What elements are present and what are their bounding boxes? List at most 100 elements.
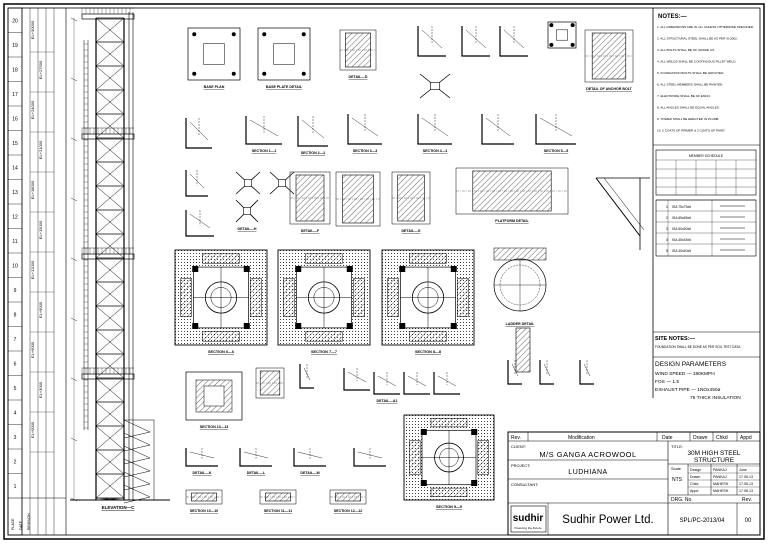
detail-caption: DETAIL—H [238, 227, 257, 231]
note-item: 6. ALL STEEL MEMBERS SHALL BE PAINTED. [657, 83, 723, 87]
row-number: 5 [14, 386, 17, 392]
detail-view [433, 372, 460, 395]
row-number: 12 [12, 214, 18, 220]
member-size: ISA 40x40x5 [672, 249, 691, 253]
row-number: 17 [12, 92, 18, 98]
base-post [515, 327, 531, 373]
detail-view: DETAIL—A1 [373, 372, 400, 403]
section-9-view: SECTION 9—9 [403, 414, 495, 509]
signoff-role: Chkd [690, 482, 698, 486]
detail-view [481, 114, 514, 145]
project-name: LUDHIANA [568, 469, 607, 476]
detail-view: SECTION 2—2 [297, 116, 328, 155]
scale-value: NTS [672, 477, 683, 483]
detail-view: SECTION 10—10 [185, 489, 223, 513]
rev-header: Rev. [511, 435, 521, 441]
section-caption: SECTION 13—13 [200, 425, 229, 429]
row-number: 14 [12, 165, 18, 171]
detail-view [343, 368, 370, 391]
detail-view [419, 73, 451, 99]
section-caption: SECTION 7—7 [311, 350, 337, 354]
row-number: 6 [14, 361, 17, 367]
detail-view: DETAIL—G [391, 171, 431, 233]
drg-label: DRG. No. [671, 497, 693, 503]
row-number: 2 [14, 459, 17, 465]
detail-caption: LADDER DETAIL [506, 322, 535, 326]
detail-view: SECTION 4—4 [417, 114, 452, 153]
detail-caption: DETAIL—G [401, 229, 420, 233]
detail-caption: SECTION 11—11 [264, 509, 292, 513]
tower-brace [95, 425, 125, 451]
detail-view [499, 26, 528, 57]
note-item: 2. ALL STRUCTURAL STEEL SHALL BE AS PER … [657, 37, 738, 41]
member-index: 2 [666, 216, 668, 220]
detail-caption: DETAIL—F [301, 229, 320, 233]
rev-label: Rev. [742, 497, 752, 503]
detail-view: DETAIL—F [289, 171, 331, 233]
strip-label: EL+30000 [30, 20, 35, 39]
project-label: PROJECT: [511, 463, 530, 468]
dimension-tick [70, 317, 78, 322]
tower-brace [95, 377, 125, 403]
row-number: 10 [12, 263, 18, 269]
strip-label: EL+12000 [30, 260, 35, 279]
detail-view: DETAIL—K [185, 448, 218, 475]
signoff-role: Design [690, 468, 701, 472]
row-number: 1 [14, 484, 17, 490]
strip-label: EL+27500 [38, 60, 43, 79]
detail-caption: DETAIL—A1 [377, 399, 398, 403]
tower-platform [81, 13, 135, 20]
signoff-date: June [739, 468, 747, 472]
company-tagline: Powering the Future [514, 526, 541, 530]
dimension-tick [70, 257, 78, 262]
section-caption: SECTION 8—8 [415, 350, 441, 354]
detail-caption: DETAIL OF ANCHOR BOLT [586, 87, 633, 91]
appd-header: Appd [740, 435, 752, 441]
detail-view [185, 118, 212, 149]
detail-view: DETAIL—L [239, 448, 272, 475]
row-number: 16 [12, 116, 18, 122]
stair-flight [123, 483, 151, 491]
stair-flight [123, 484, 151, 498]
row-number: 4 [14, 410, 17, 416]
notes-title: NOTES:— [658, 14, 687, 20]
design-insulation: 75 THICK INSULATION [690, 395, 741, 401]
stair-flight [123, 457, 151, 465]
detail-view: SECTION 5—5 [535, 114, 576, 153]
tower-platform [81, 253, 135, 260]
stair-flight [123, 431, 151, 439]
note-item: 5. FOUNDATION BOLTS SHALL BE GROUTED. [657, 71, 724, 75]
detail-view [299, 364, 314, 389]
member-table-header: MEMBER SCHEDULE [689, 154, 724, 158]
row-number: 15 [12, 141, 18, 147]
detail-caption: DETAIL—K [193, 471, 212, 475]
strip-label: EL+24000 [30, 100, 35, 119]
tower-brace [95, 89, 125, 115]
signoff-date: 17.06.13 [739, 482, 753, 486]
strip-label: EL+21000 [38, 140, 43, 159]
dimension-tick [70, 497, 78, 502]
bottom-left-label: PLACE [11, 518, 15, 530]
detail-view: SECTION 1—1 [245, 116, 282, 153]
member-index: 5 [666, 249, 668, 253]
strip-label-column: EL+30000EL+27500EL+24000EL+21000EL+18000… [21, 8, 67, 535]
elevation-caption: ELEVATION—C [102, 505, 136, 510]
tower-brace [95, 473, 125, 499]
detail-caption: SECTION 10—10 [190, 509, 219, 513]
tower-brace [95, 185, 125, 211]
stair-flight [123, 470, 151, 478]
row-number: 13 [12, 190, 18, 196]
notes-panel: NOTES:— 1. ALL DIMENSIONS ARE IN mm UNLE… [652, 8, 760, 398]
tower-platform [81, 373, 135, 380]
signoff-name: PANKAJ [713, 475, 727, 479]
member-table [655, 149, 757, 196]
detail-view [461, 26, 490, 57]
site-notes-text: FOUNDATION SHALL BE DONE AS PER SOIL TES… [655, 345, 741, 349]
dimension-tick [70, 197, 78, 202]
section-8-view: SECTION 8—8 [381, 249, 475, 354]
client-name: M/S GANGA ACROWOOL [539, 450, 636, 459]
detail-view [547, 21, 577, 49]
strip-label: EL+3000 [38, 381, 43, 398]
dimension-tick [70, 17, 78, 22]
